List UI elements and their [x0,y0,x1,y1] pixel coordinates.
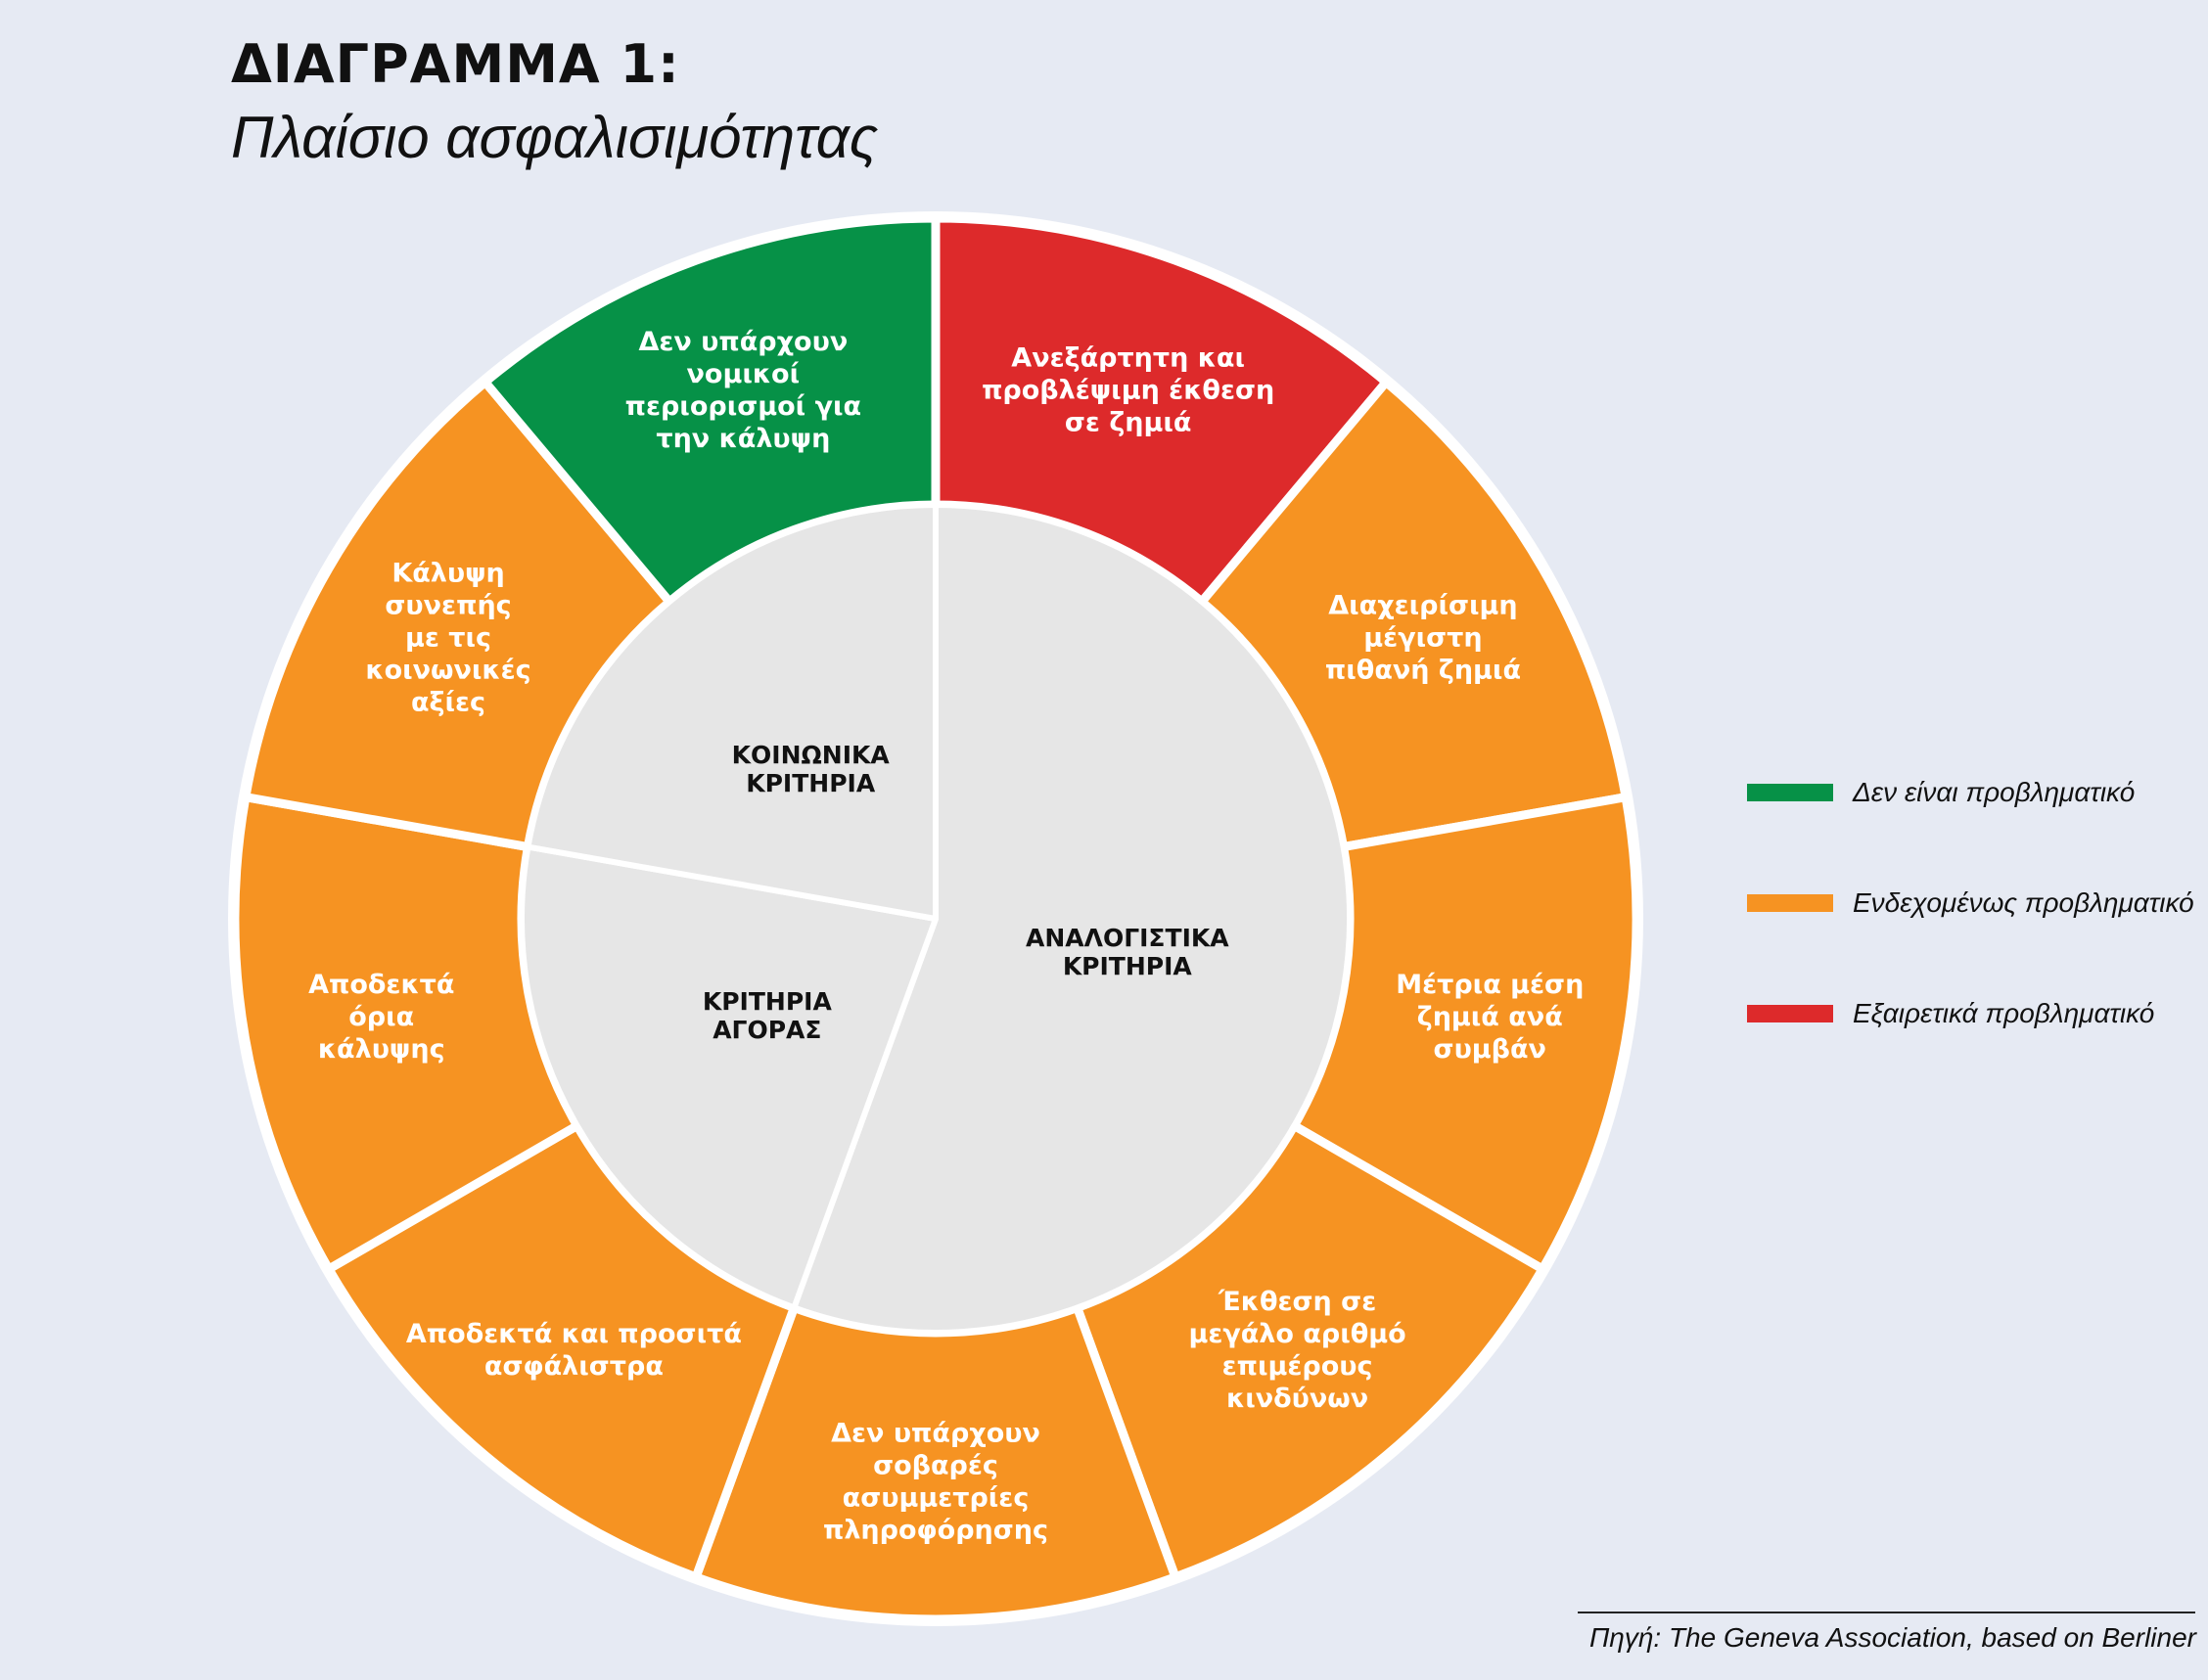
segment-label-line: με τις [405,623,491,654]
segment-label-line: ασυμμετρίες [843,1483,1030,1514]
segment-label-line: συνεπής [385,591,511,621]
segment-label-line: όρια [348,1002,414,1032]
inner-group-label-line: ΚΡΙΤΗΡΙΑ [746,769,876,797]
segment-label-line: περιορισμοί για [625,391,861,422]
segment-label-line: Δεν υπάρχουν [831,1419,1040,1449]
segment-label-line: προβλέψιμη έκθεση [982,376,1274,406]
segment-label-line: πιθανή ζημιά [1325,656,1521,686]
segment-label-line: ζημιά ανά [1417,1002,1563,1032]
legend-label: Εξαιρετικά προβληματικό [1853,998,2155,1028]
segment-label-line: συμβάν [1434,1034,1546,1065]
segment-label-line: Έκθεση σε [1218,1287,1376,1317]
segment-label-line: Μέτρια μέση [1396,970,1584,1000]
legend-swatch-red [1747,1005,1833,1022]
legend-swatch-green [1747,784,1833,801]
segment-label-line: πληροφόρησης [823,1516,1048,1546]
segment-label-line: μέγιστη [1363,623,1482,654]
segment-label-line: νομικοί [687,359,801,389]
inner-group-label-line: ΑΓΟΡΑΣ [713,1016,821,1044]
legend-item-not-problematic: Δεν είναι προβληματικό [1747,773,2194,812]
segment-label-line: κάλυψης [318,1034,445,1065]
segment-label-line: κοινωνικές [365,656,530,686]
legend-item-highly-problematic: Εξαιρετικά προβληματικό [1747,994,2194,1033]
legend-swatch-orange [1747,894,1833,912]
inner-group-label-line: ΚΡΙΤΗΡΙΑ [703,987,833,1016]
segment-label-line: Διαχειρίσιμη [1328,591,1517,621]
inner-group-label-line: ΑΝΑΛΟΓΙΣΤΙΚΑ [1026,924,1229,952]
legend-label: Ενδεχομένως προβληματικό [1853,887,2194,918]
segment-label-line: επιμέρους [1222,1351,1373,1382]
source-note: Πηγή: The Geneva Association, based on B… [1589,1622,2196,1653]
legend-label: Δεν είναι προβληματικό [1853,777,2136,807]
segment-label-line: την κάλυψη [656,424,830,454]
segment-label-line: Ανεξάρτητη και [1011,343,1245,374]
inner-group-label-line: ΚΟΙΝΩΝΙΚΑ [732,741,891,769]
segment-label-line: κινδύνων [1226,1384,1368,1414]
diagram-title: ΔΙΑΓΡΑΜΜΑ 1: [231,33,680,95]
segment-label-line: Αποδεκτά [308,970,454,1000]
inner-group-actuarial [791,502,1353,1336]
segment-label-line: Κάλυψη [391,559,504,589]
legend: Δεν είναι προβληματικό Ενδεχομένως προβλ… [1747,773,2194,1105]
legend-item-potentially-problematic: Ενδεχομένως προβληματικό [1747,884,2194,923]
segment-label-line: Δεν υπάρχουν [638,327,848,357]
source-divider [1578,1612,2195,1613]
segment-label-line: αξίες [411,688,485,718]
inner-group-label-line: ΚΡΙΤΗΡΙΑ [1063,952,1193,980]
segment-label-line: σε ζημιά [1065,408,1192,438]
segment-label-line: Αποδεκτά και προσιτά [406,1319,742,1349]
inner-group-market [519,843,939,1311]
diagram-subtitle: Πλαίσιο ασφαλισιμότητας [231,105,879,170]
segment-label-line: σοβαρές [873,1451,998,1481]
segment-label-line: ασφάλιστρα [484,1351,664,1382]
segment-label-line: μεγάλο αριθμό [1188,1319,1405,1349]
inner-group-social [525,502,939,922]
